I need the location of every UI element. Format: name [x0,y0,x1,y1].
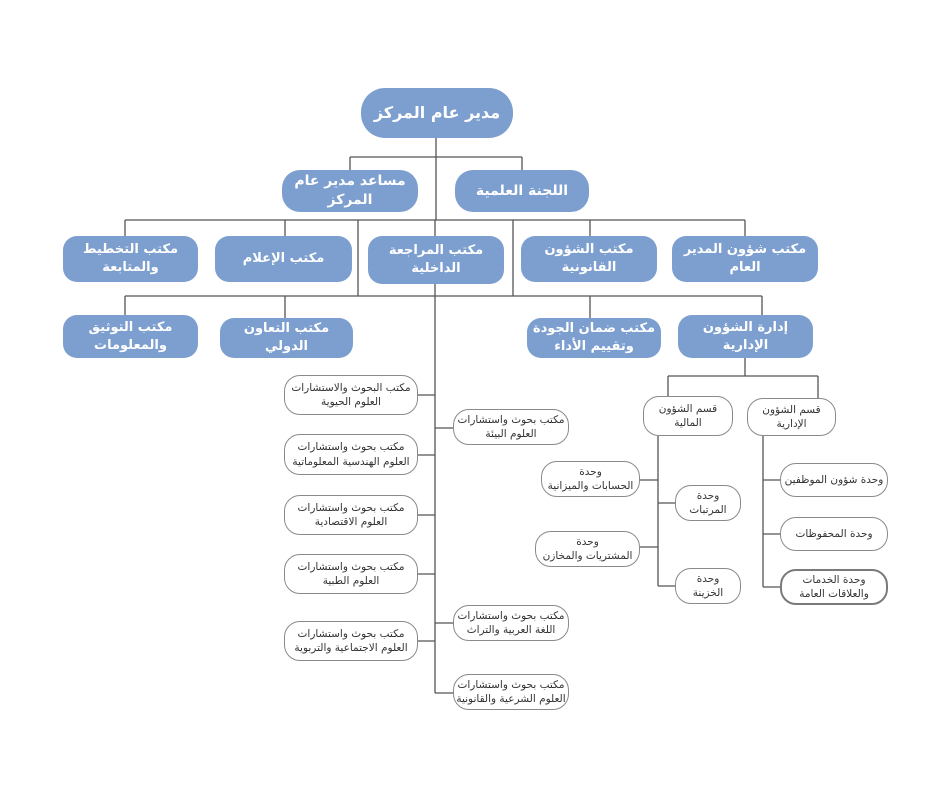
scientific-committee-node: اللجنة العلمية [455,170,589,212]
salaries-unit-node: وحدة المرتبات [675,485,741,521]
research-office-node: مكتب بحوث واستشارات العلوم الاجتماعية وا… [284,621,418,661]
administrative-department-node: قسم الشؤون الإدارية [747,398,836,436]
legal-affairs-office-node: مكتب الشؤون القانونية [521,236,657,282]
documentation-office-node: مكتب التوثيق والمعلومات [63,315,198,358]
treasury-unit-node: وحدة الخزينة [675,568,741,604]
research-office-node: مكتب بحوث واستشارات العلوم البيئة [453,409,569,445]
planning-office-node: مكتب التخطيط والمتابعة [63,236,198,282]
director-node: مدير عام المركز [361,88,513,138]
gm-affairs-office-node: مكتب شؤون المدير العام [672,236,818,282]
research-office-node: مكتب بحوث واستشارات العلوم الهندسية المع… [284,434,418,475]
research-office-node: مكتب بحوث واستشارات اللغة العربية والترا… [453,605,569,641]
intl-cooperation-office-node: مكتب التعاون الدولي [220,318,353,358]
assistant-director-node: مساعد مدير عام المركز [282,170,418,212]
research-office-node: مكتب بحوث واستشارات العلوم الطبية [284,554,418,594]
research-office-node: مكتب البحوث والاستشارات العلوم الحيوية [284,375,418,415]
admin-affairs-management-node: إدارة الشؤون الإدارية [678,315,813,358]
accounts-budget-unit-node: وحدة الحسابات والميزانية [541,461,640,497]
media-office-node: مكتب الإعلام [215,236,352,282]
procurement-stores-unit-node: وحدة المشتريات والمخازن [535,531,640,567]
quality-office-node: مكتب ضمان الجودة وتقييم الأداء [527,318,661,358]
internal-review-office-node: مكتب المراجعة الداخلية [368,236,504,284]
archives-unit-node: وحدة المحفوظات [780,517,888,551]
financial-department-node: قسم الشؤون المالية [643,396,733,436]
staff-affairs-unit-node: وحدة شؤون الموظفين [780,463,888,497]
research-office-node: مكتب بحوث واستشارات العلوم الشرعية والقا… [453,674,569,710]
research-office-node: مكتب بحوث واستشارات العلوم الاقتصادية [284,495,418,535]
services-pr-unit-node: وحدة الخدمات والعلاقات العامة [780,569,888,605]
